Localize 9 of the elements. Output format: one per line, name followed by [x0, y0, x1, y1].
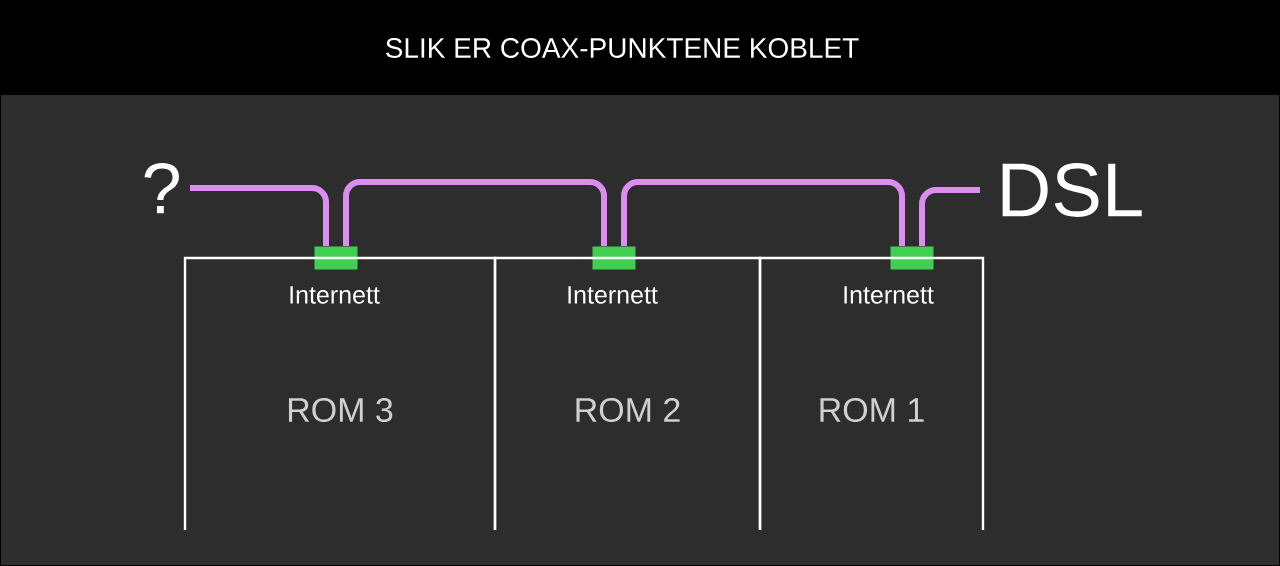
cable [190, 185, 329, 247]
cable [343, 179, 607, 247]
room: Internett ROM 3 [183, 256, 497, 530]
title: SLIK ER COAX-PUNKTENE KOBLET [386, 38, 859, 58]
room: Internett ROM 1 [758, 256, 985, 530]
terminal-label: ? [144, 162, 179, 214]
room: Internett ROM 2 [493, 256, 762, 530]
terminal-label: DSL [1002, 163, 1142, 217]
cable [621, 179, 905, 247]
